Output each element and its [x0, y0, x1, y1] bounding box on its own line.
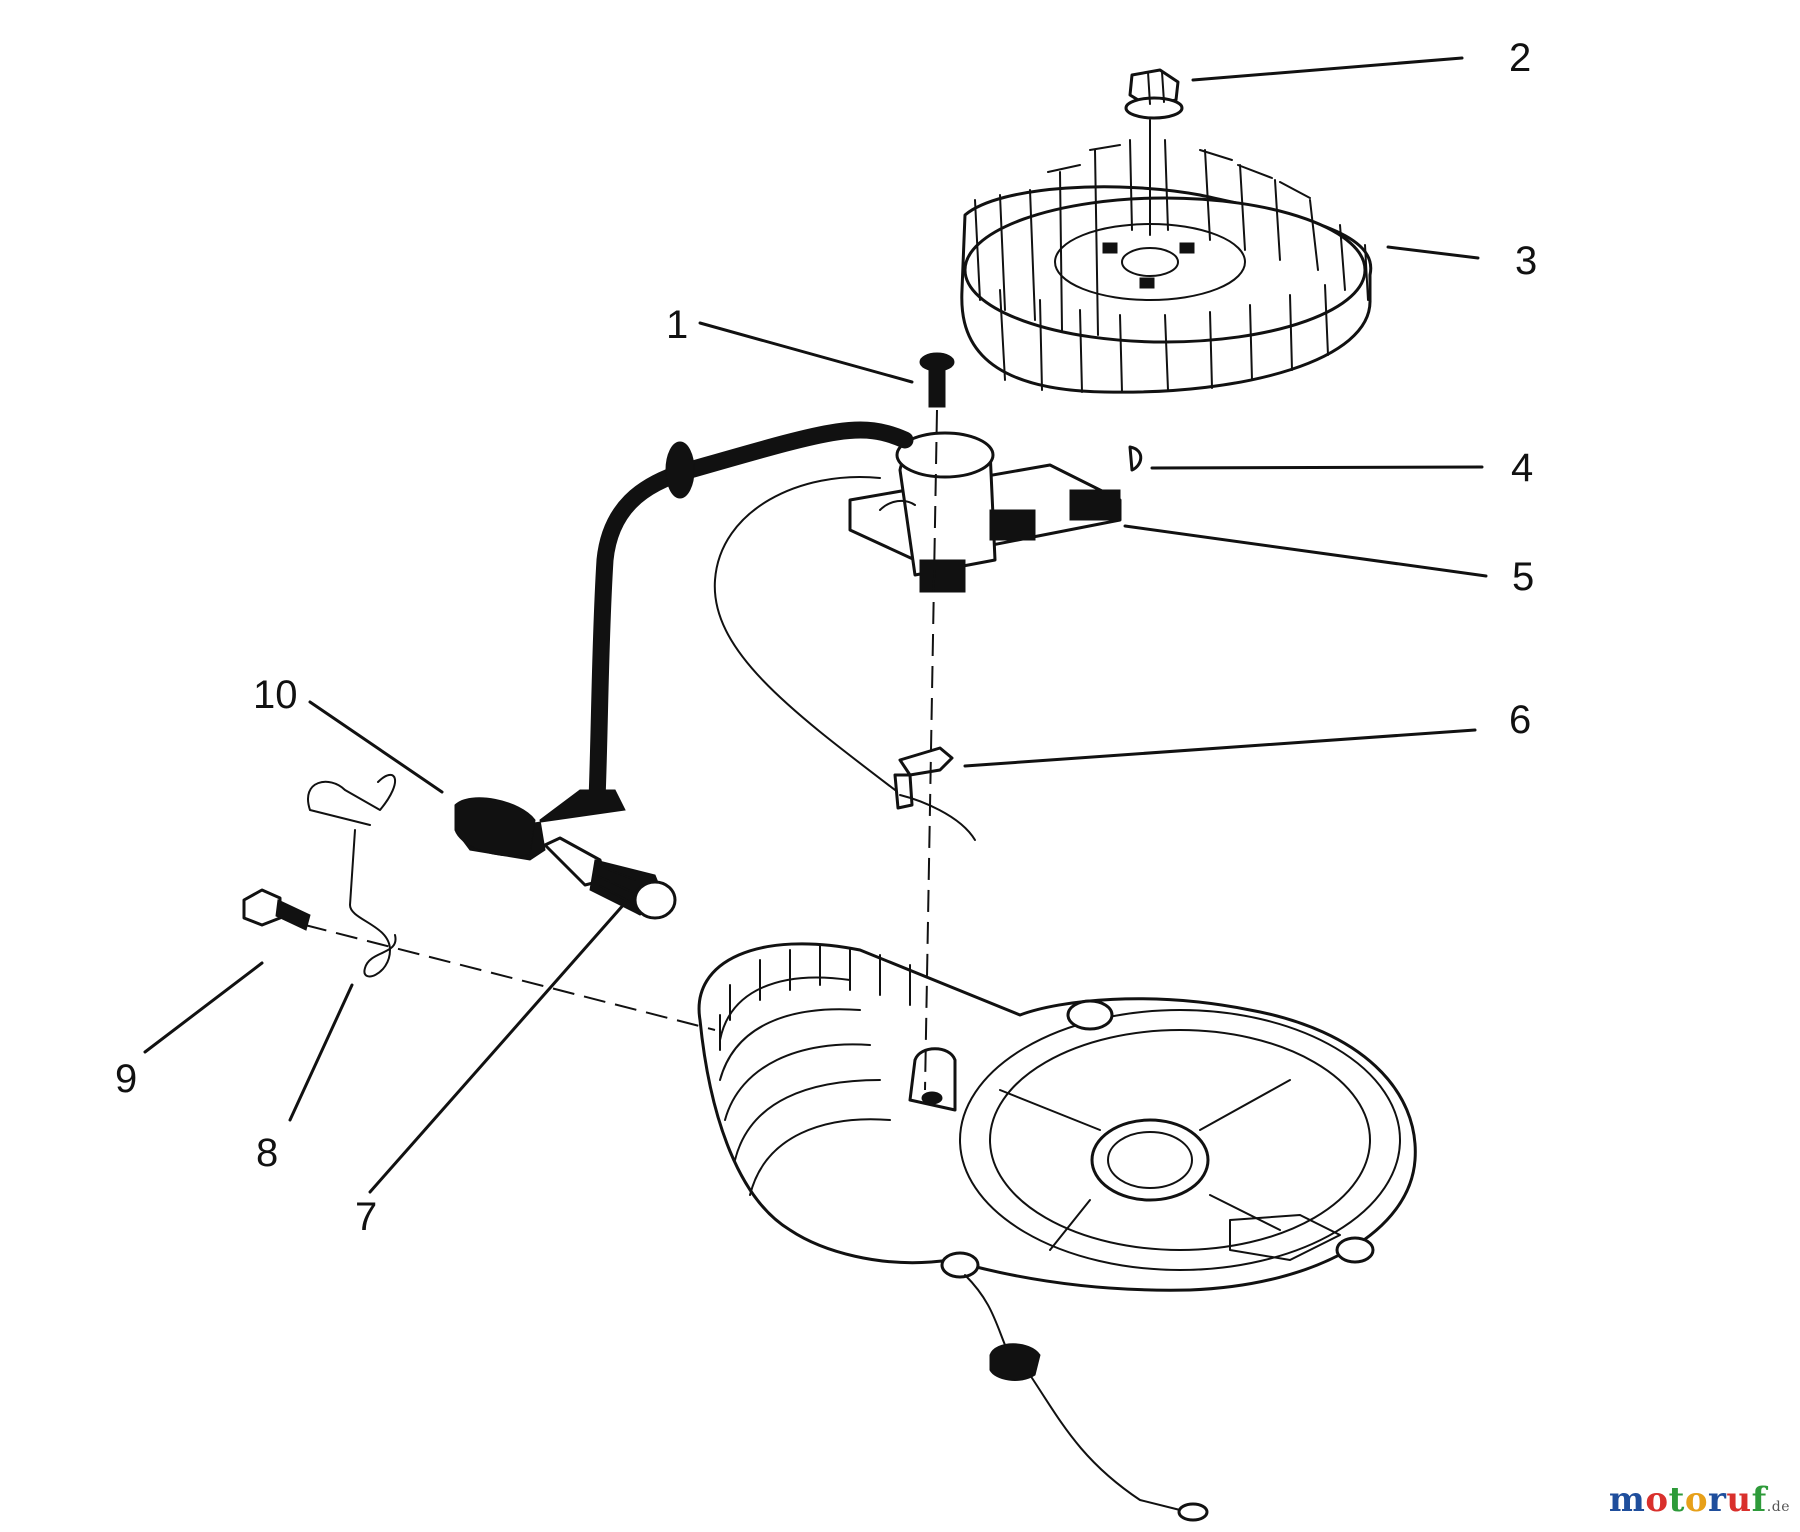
wire-grommet: [665, 441, 695, 499]
callout-8: 8: [256, 1131, 278, 1175]
callout-6: 6: [1509, 698, 1531, 742]
ground-wire: [713, 476, 896, 791]
ground-clip: [893, 746, 976, 841]
watermark-letter: r: [1708, 1480, 1727, 1520]
watermark-letter: t: [1668, 1480, 1685, 1520]
callout-4: 4: [1511, 446, 1533, 490]
callout-9: 9: [115, 1057, 137, 1101]
wire-bracket: [307, 773, 397, 978]
callout-2: 2: [1509, 36, 1531, 80]
callout-7: 7: [355, 1195, 377, 1239]
ignition-module: [848, 431, 1122, 593]
callout-5: 5: [1512, 555, 1534, 599]
callout-numbers: 1 2 3 4 5 6 7 8 9 10: [115, 36, 1537, 1239]
engine-block: [697, 942, 1417, 1292]
watermark-text: motoruf: [1609, 1480, 1767, 1520]
watermark-letter: f: [1751, 1480, 1767, 1520]
leader-lines: [143, 56, 1488, 1194]
mounting-screw: [919, 352, 955, 408]
assembly-line-bolt: [304, 924, 716, 1031]
flywheel: [960, 139, 1373, 394]
watermark-letter: o: [1645, 1480, 1669, 1520]
flywheel-nut: [1124, 68, 1184, 120]
watermark-letter: m: [1608, 1480, 1646, 1520]
assembly-line-screw: [924, 409, 938, 1091]
stop-switch-wire: [964, 1274, 1209, 1522]
spark-plug: [543, 836, 677, 920]
callout-3: 3: [1515, 239, 1537, 283]
watermark-logo: motoruf.de: [1609, 1480, 1790, 1520]
watermark-letter: o: [1684, 1480, 1708, 1520]
flywheel-key: [1128, 445, 1143, 472]
callout-1: 1: [666, 303, 688, 347]
bracket-bolt: [242, 888, 311, 931]
spark-plug-wire: [588, 421, 914, 809]
watermark-letter: u: [1726, 1480, 1752, 1520]
spark-plug-boot: [454, 789, 626, 861]
callout-10: 10: [253, 673, 298, 717]
watermark-suffix: .de: [1766, 1499, 1790, 1515]
